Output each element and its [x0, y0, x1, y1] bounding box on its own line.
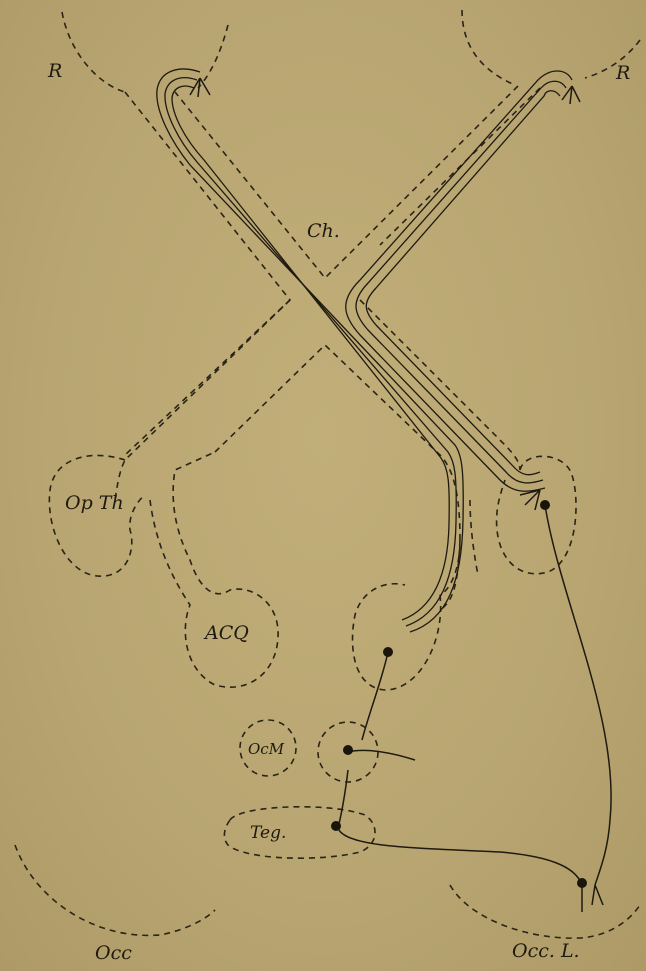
label-retina-right: R [616, 62, 630, 84]
neuron-body-teg [331, 821, 341, 831]
optic-thalamus-outline [49, 455, 145, 576]
label-ocm: OcM [248, 740, 284, 758]
neuron-body-cortex [577, 878, 587, 888]
retina-left-outline [62, 12, 125, 92]
occipital-right-arc [450, 885, 640, 938]
retina-right-outline [462, 10, 515, 85]
neuron-chain [338, 505, 611, 885]
label-retina-left: R [48, 60, 62, 82]
acq-outline [150, 452, 278, 687]
uncrossed-fiber-bundle [346, 71, 572, 491]
cortex-neuron [582, 885, 603, 912]
retina-right-terminal [562, 86, 580, 104]
optic-tract-outline-right [360, 300, 520, 470]
crossing-fiber-bundle [157, 69, 463, 632]
retina-right-inner [585, 40, 640, 78]
label-occ-right: Occ. L. [512, 940, 580, 962]
neuron-body-right-center [540, 500, 550, 510]
occipital-left-arc [15, 845, 215, 935]
optic-tract-outline-center [215, 345, 460, 595]
right-center-terminal [520, 490, 540, 510]
retina-left-inner [198, 25, 228, 88]
right-center-lower-outline [353, 584, 441, 690]
label-occ-left: Occ [95, 942, 132, 964]
label-optic-thalamus: Op Th [65, 492, 124, 514]
label-chiasma: Ch. [307, 220, 340, 242]
teg-nucleus-outline [224, 807, 375, 858]
label-teg: Teg. [250, 823, 286, 843]
optic-tract-outline-left [115, 300, 290, 500]
neuron-body-lower-center [383, 647, 393, 657]
neuron-body-ocm [343, 745, 353, 755]
label-acq: ACQ [205, 622, 249, 644]
